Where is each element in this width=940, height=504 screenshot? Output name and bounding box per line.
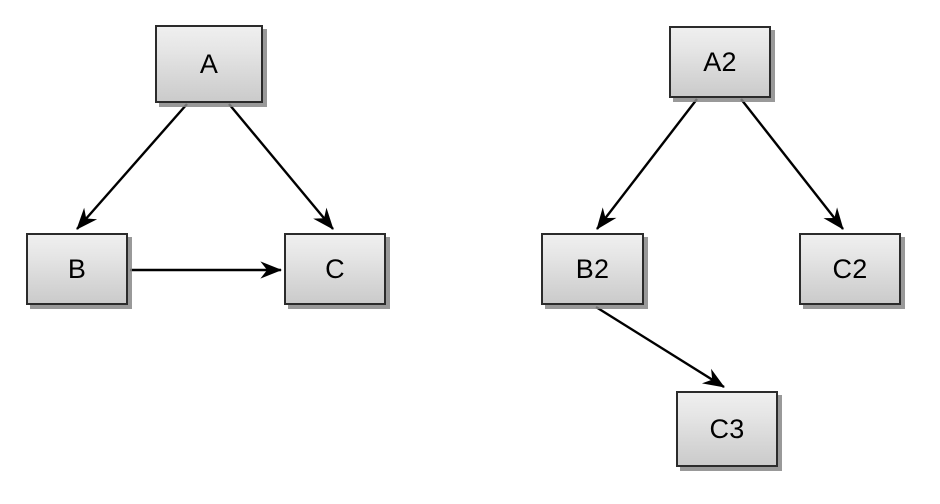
edge-a-c[interactable] [228, 103, 334, 230]
edges-group [76, 98, 844, 389]
node-b2[interactable]: B2 [541, 233, 644, 305]
edge-b2-c3[interactable] [595, 305, 725, 389]
node-a2[interactable]: A2 [669, 26, 771, 98]
node-label-b2: B2 [575, 253, 610, 284]
node-b[interactable]: B [26, 233, 128, 305]
edge-a2-c2[interactable] [740, 98, 844, 230]
node-a[interactable]: A [155, 25, 263, 103]
node-c[interactable]: C [284, 233, 386, 305]
node-label-c2: C2 [832, 253, 868, 284]
node-label-c: C [325, 253, 345, 284]
edge-a-b[interactable] [76, 103, 188, 230]
node-label-b: B [67, 253, 87, 284]
node-label-c3: C3 [709, 413, 745, 444]
node-c3[interactable]: C3 [676, 391, 778, 467]
node-label-a: A [199, 48, 219, 79]
edge-a2-b2[interactable] [596, 98, 698, 230]
node-label-a2: A2 [703, 46, 737, 77]
node-c2[interactable]: C2 [799, 233, 901, 305]
